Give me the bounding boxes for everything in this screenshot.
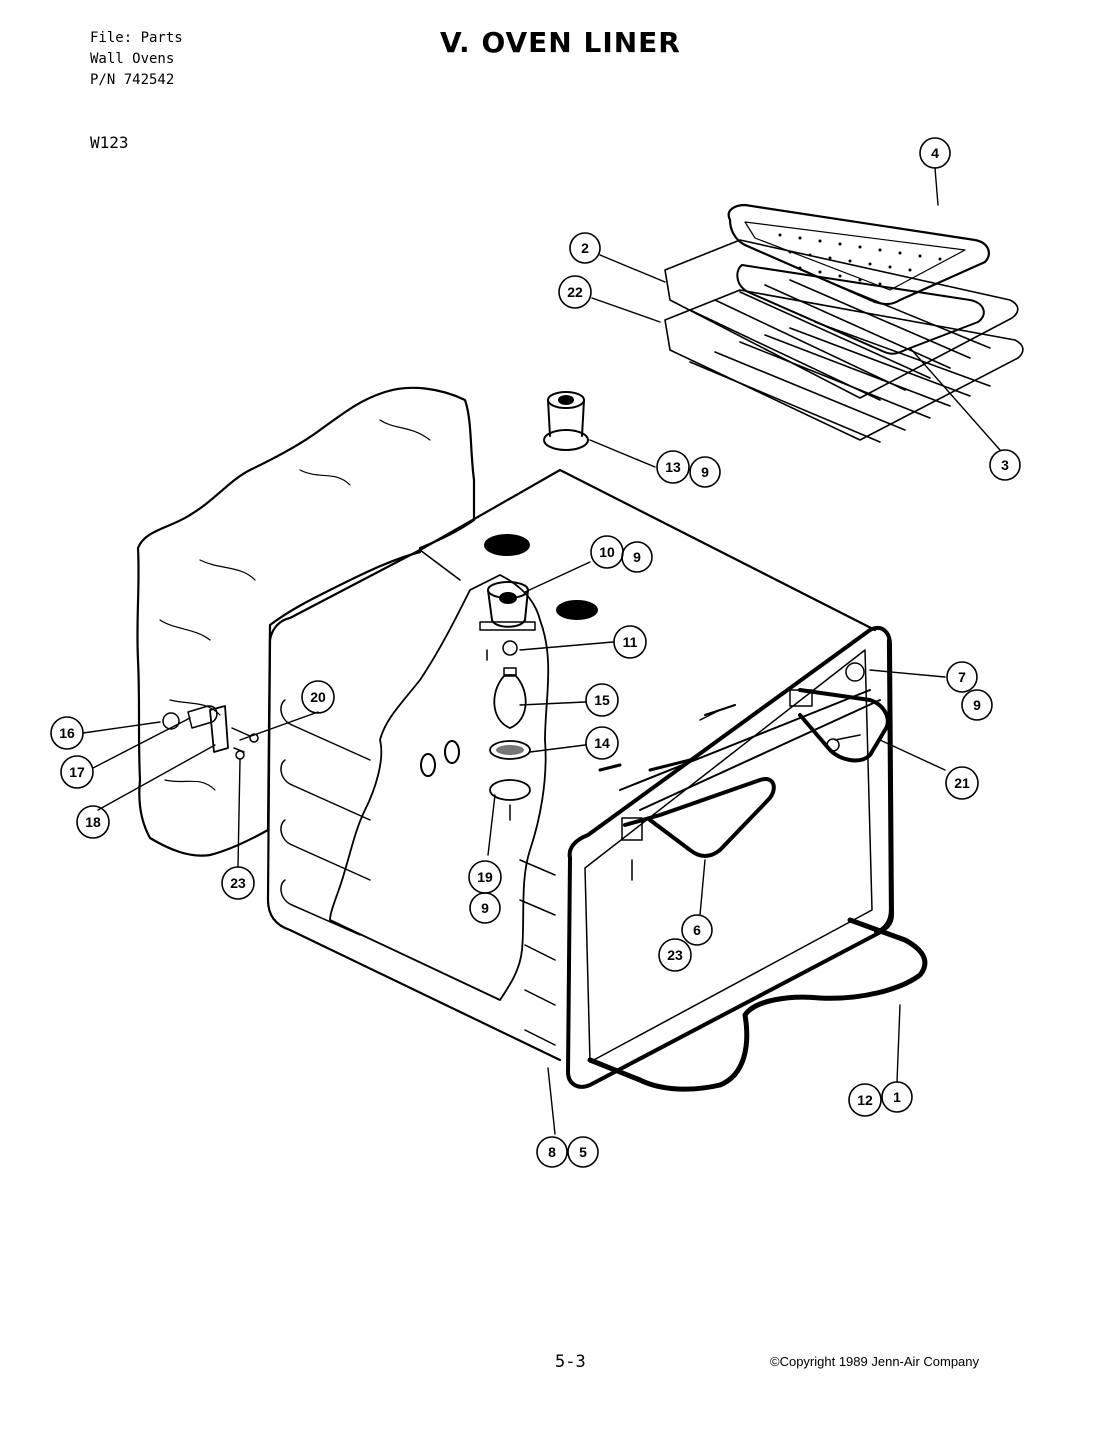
callout-label: 5: [579, 1144, 587, 1160]
callout-label: 9: [481, 900, 489, 916]
callout-4: 4: [919, 137, 951, 169]
oven-racks: [664, 239, 1024, 443]
copyright-notice: ©Copyright 1989 Jenn-Air Company: [770, 1354, 980, 1369]
callout-3: 3: [989, 449, 1021, 481]
callout-9: 9: [621, 541, 653, 573]
callout-label: 8: [548, 1144, 556, 1160]
callout-label: 11: [623, 634, 638, 650]
callout-label: 9: [973, 697, 981, 713]
file-line: File: Parts: [90, 30, 183, 46]
callout-16: 16: [50, 716, 84, 750]
callout-label: 3: [1001, 457, 1009, 473]
callout-label: 13: [665, 459, 681, 475]
callout-21: 21: [945, 766, 979, 800]
callout-8: 8: [536, 1136, 568, 1168]
callout-6: 6: [681, 914, 713, 946]
callout-label: 22: [567, 284, 583, 300]
callout-23: 23: [658, 938, 692, 972]
callout-9: 9: [469, 892, 501, 924]
callout-13: 13: [656, 450, 690, 484]
callout-19: 19: [468, 860, 502, 894]
callout-label: 18: [85, 814, 101, 830]
callout-label: 14: [594, 735, 610, 751]
callout-label: 23: [667, 947, 683, 963]
model-number: W123: [90, 133, 129, 152]
callout-label: 23: [230, 875, 246, 891]
light-assembly: [479, 581, 536, 821]
callout-label: 9: [701, 464, 709, 480]
file-line: Wall Ovens: [90, 51, 175, 67]
callout-1: 1: [881, 1081, 913, 1113]
callout-label: 10: [599, 544, 615, 560]
page-number: 5-3: [555, 1352, 586, 1372]
callout-5: 5: [567, 1136, 599, 1168]
callout-9: 9: [689, 456, 721, 488]
callout-label: 1: [893, 1089, 901, 1105]
vent-insert: [543, 391, 589, 451]
callout-12: 12: [848, 1083, 882, 1117]
rear-element: [789, 662, 890, 763]
leader-lines: [82, 167, 1001, 1135]
callout-label: 15: [594, 692, 610, 708]
broil-element: [598, 758, 776, 881]
callout-label: 16: [59, 725, 75, 741]
callouts: 4 2 22 3 13 9 10 9 11 7 9 15 20 14 21 16…: [50, 137, 1021, 1168]
callout-label: 7: [958, 669, 966, 685]
callout-label: 9: [633, 549, 641, 565]
callout-2: 2: [569, 232, 601, 264]
page-title: V. OVEN LINER: [440, 26, 681, 59]
oven-liner-box: [266, 468, 894, 1089]
callout-label: 12: [857, 1092, 873, 1108]
bake-element: [587, 917, 928, 1092]
callout-15: 15: [585, 683, 619, 717]
callout-10: 10: [590, 535, 624, 569]
callout-11: 11: [613, 625, 647, 659]
callout-18: 18: [76, 805, 110, 839]
callout-14: 14: [585, 726, 619, 760]
callout-17: 17: [60, 755, 94, 789]
file-line: P/N 742542: [90, 72, 175, 88]
callout-label: 17: [69, 764, 85, 780]
callout-label: 20: [310, 689, 326, 705]
latch-parts: [162, 705, 259, 760]
callout-label: 19: [477, 869, 493, 885]
file-info: File: Parts Wall Ovens P/N 742542: [90, 28, 183, 91]
callout-label: 21: [954, 775, 970, 791]
callout-9: 9: [961, 689, 993, 721]
callout-22: 22: [558, 275, 592, 309]
callout-label: 6: [693, 922, 701, 938]
callout-label: 4: [931, 145, 939, 161]
callout-label: 2: [581, 240, 589, 256]
callout-20: 20: [301, 680, 335, 714]
insulation-blanket: [136, 386, 476, 857]
callout-7: 7: [946, 661, 978, 693]
pan-holes: [778, 233, 942, 286]
callout-23: 23: [221, 866, 255, 900]
